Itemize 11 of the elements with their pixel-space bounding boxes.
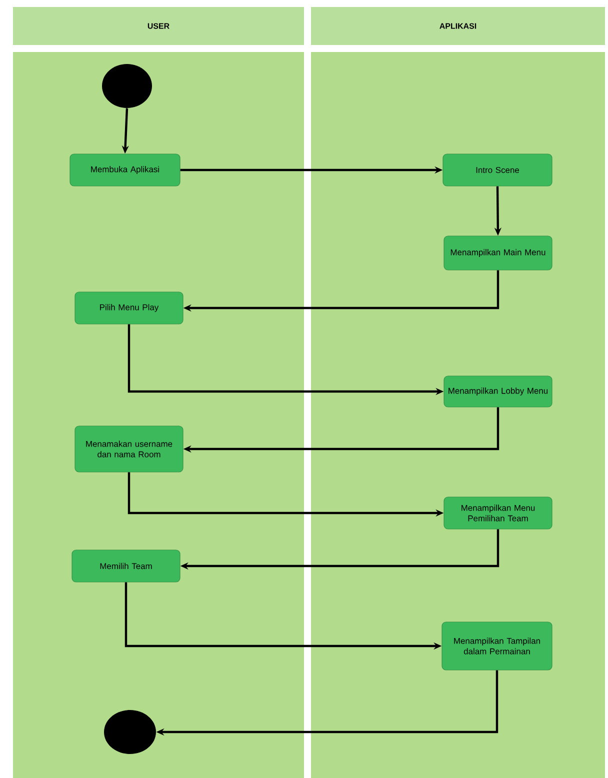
- end-node: [104, 710, 156, 754]
- activity-box: Menampilkan Tampilan dalam Permainan: [442, 622, 552, 670]
- activity-box: Menamakan username dan nama Room: [74, 426, 184, 472]
- activity-box: Membuka Aplikasi: [70, 154, 180, 186]
- start-node: [102, 64, 152, 108]
- activity-box: Menampilkan Lobby Menu: [444, 376, 552, 408]
- activity-box: Menampilkan Main Menu: [444, 236, 552, 270]
- activity-box: Intro Scene: [442, 154, 552, 186]
- activity-box: Pilih Menu Play: [74, 292, 184, 324]
- activity-box: Menampilkan Menu Pemilihan Team: [444, 496, 552, 530]
- activity-box: Memilih Team: [72, 550, 180, 582]
